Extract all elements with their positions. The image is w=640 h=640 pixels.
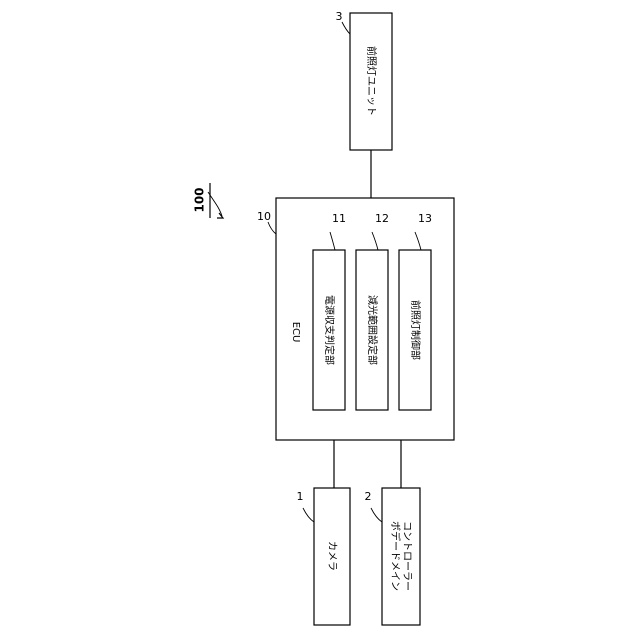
module-12-label: 減光範囲設定部 [366, 295, 379, 365]
system-ref: 100 [193, 183, 224, 218]
module-12-ref: 12 [375, 212, 389, 225]
headlamp-unit-ref: 3 [336, 10, 343, 23]
headlamp-unit-label: 前照灯ユニット [365, 46, 378, 116]
camera-block: カメラ 1 [297, 488, 351, 625]
system-ref-number: 100 [193, 187, 207, 212]
module-11-label: 電源収支判定部 [323, 295, 336, 365]
body-controller-block: ボデードメイン コントローラー 2 [365, 488, 421, 625]
module-13-label: 前照灯制御部 [409, 300, 422, 360]
module-13-ref: 13 [418, 212, 432, 225]
body-controller-ref: 2 [365, 490, 372, 503]
body-controller-label-line1: ボデードメイン [389, 521, 402, 591]
body-controller-leader [371, 508, 382, 522]
body-controller-box [382, 488, 420, 625]
ecu-label: ECU [290, 322, 301, 343]
camera-leader [303, 508, 314, 522]
ecu-leader [268, 222, 276, 234]
ecu-block: ECU 10 電源収支判定部 11 減光範囲設定部 12 前照灯制御部 13 [257, 198, 454, 440]
headlamp-unit-block: 前照灯ユニット 3 [336, 10, 393, 150]
camera-ref: 1 [297, 490, 304, 503]
body-controller-label-line2: コントローラー [401, 521, 413, 591]
headlamp-unit-leader [342, 22, 350, 34]
module-11-ref: 11 [332, 212, 346, 225]
ecu-ref: 10 [257, 210, 271, 223]
camera-label: カメラ [326, 541, 338, 571]
